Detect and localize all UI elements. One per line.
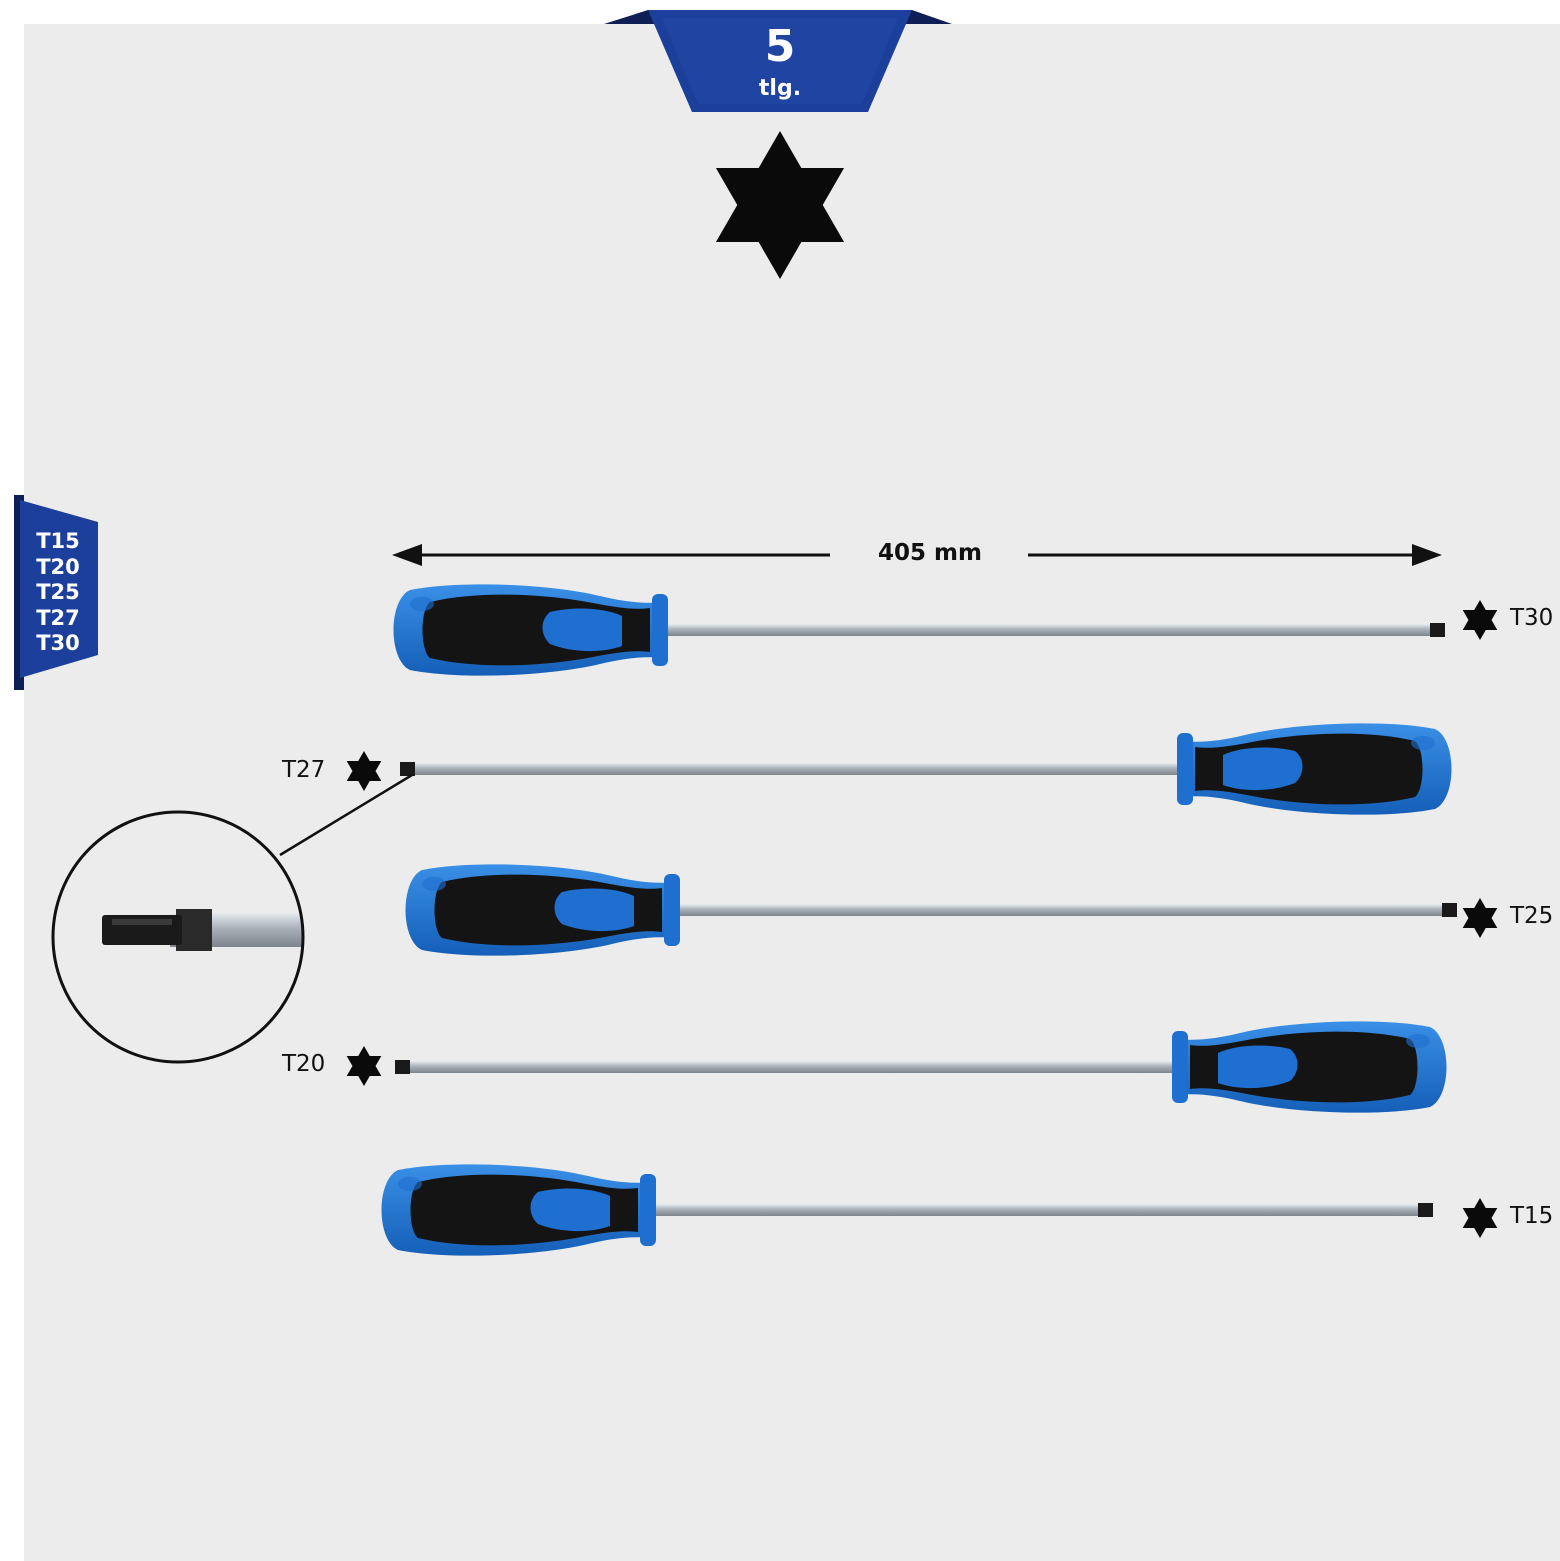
sizes-list: T15 T20 T25 T27 T30 [22, 529, 94, 657]
detail-leader-line [279, 773, 413, 857]
set-count-unit: tlg. [758, 76, 802, 101]
length-label: 405 mm [878, 540, 982, 566]
tip-label-t25: T25 [1510, 903, 1554, 929]
tip-label-t20: T20 [282, 1051, 326, 1077]
tip-label-t27: T27 [282, 757, 326, 783]
tip-label-t30: T30 [1510, 605, 1554, 631]
size-item: T20 [36, 554, 80, 579]
set-count-ribbon [604, 10, 952, 112]
set-count-number: 5 [764, 21, 796, 72]
size-item: T27 [36, 605, 80, 630]
size-item: T15 [36, 529, 80, 553]
length-dimension-arrow [392, 544, 1442, 566]
size-item: T30 [36, 631, 80, 655]
tip-label-t15: T15 [1510, 1203, 1554, 1229]
size-item: T25 [36, 580, 80, 604]
sizes-ribbon [14, 495, 98, 690]
tip-detail-circle [51, 810, 305, 1064]
